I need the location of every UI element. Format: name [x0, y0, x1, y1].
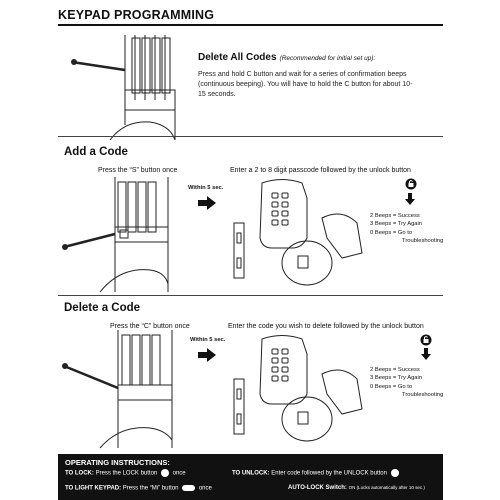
arrow-down-icon [421, 348, 431, 360]
delete-code-beeps-legend: 2 Beeps = Success 3 Beeps = Try Again 0 … [370, 366, 443, 400]
auto-lock-row: AUTO-LOCK Switch: ON (Locks automaticall… [288, 485, 425, 491]
to-unlock-row: TO UNLOCK: Enter code followed by the UN… [232, 469, 401, 477]
add-code-step2: Enter a 2 to 8 digit passcode followed b… [230, 167, 411, 174]
delete-code-mechanism-illustration [62, 330, 173, 449]
beeps-none: 0 Beeps = Go to [370, 229, 413, 236]
beeps-troubleshooting: Troubleshooting [402, 238, 444, 245]
add-code-mechanism-illustration [62, 177, 169, 292]
section-divider [58, 136, 443, 137]
page-header: KEYPAD PROGRAMMING [58, 4, 443, 26]
light-button-icon [182, 485, 196, 491]
delete-code-step2: Enter the code you wish to delete follow… [228, 323, 424, 330]
section-divider [58, 295, 443, 296]
beeps-none: 0 Beeps = Go to [370, 383, 413, 390]
beeps-troubleshooting: Troubleshooting [402, 392, 444, 399]
to-lock-row: TO LOCK: Press the LOCK button once [65, 469, 186, 477]
delete-all-instructions: Press and hold C button and wait for a s… [198, 71, 413, 98]
arrow-down-icon [405, 193, 415, 205]
add-code-step1: Press the “S” button once [98, 167, 178, 174]
beeps-success: 2 Beeps = Success [370, 213, 420, 219]
delete-code-time-label: Within 5 sec. [190, 337, 226, 343]
beeps-try-again: 3 Beeps = Try Again [370, 375, 423, 382]
delete-all-title: Delete All Codes(Recommended for initial… [198, 52, 376, 63]
lock-icon [160, 469, 169, 477]
unlock-icon [405, 178, 417, 190]
keypad-lock-illustration [233, 335, 363, 442]
keypad-lock-illustration [233, 179, 363, 286]
operating-instructions-panel: OPERATING INSTRUCTIONS: TO LOCK: Press t… [58, 454, 443, 500]
add-code-time-label: Within 5 sec. [188, 185, 224, 191]
delete-code-title: Delete a Code [64, 302, 141, 314]
to-light-keypad-row: TO LIGHT KEYPAD: Press the “Mi” button o… [65, 485, 212, 492]
add-code-title: Add a Code [64, 146, 128, 158]
unlock-icon [390, 469, 399, 477]
arrow-right-icon [198, 348, 216, 362]
lock-mechanism-illustration [71, 35, 176, 140]
beeps-try-again: 3 Beeps = Try Again [370, 221, 423, 228]
delete-code-step1: Press the “C” button once [110, 323, 190, 330]
beeps-success: 2 Beeps = Success [370, 367, 420, 373]
unlock-icon [420, 334, 432, 346]
arrow-right-icon [198, 196, 216, 210]
page-title: KEYPAD PROGRAMMING [58, 8, 215, 22]
add-code-beeps-legend: 2 Beeps = Success 3 Beeps = Try Again 0 … [370, 212, 443, 246]
operating-instructions-title: OPERATING INSTRUCTIONS: [65, 458, 170, 467]
